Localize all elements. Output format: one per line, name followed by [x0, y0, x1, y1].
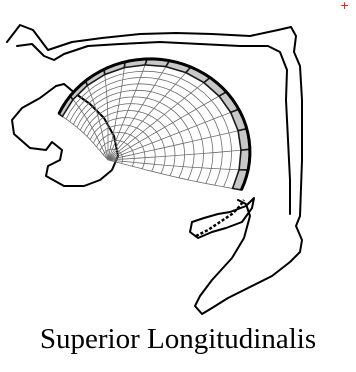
nasal-cavity-contour [7, 25, 302, 314]
mesh-radial-line [108, 78, 210, 160]
mesh-radial-line [108, 149, 250, 160]
muscle-band-segment [59, 96, 73, 116]
mesh-radial-line [59, 114, 108, 160]
mesh-radial-line [108, 92, 226, 160]
figure-caption: Superior Longitudinalis [0, 322, 356, 356]
reference-cross-marker: + [340, 0, 349, 12]
upper-palate-contour [17, 42, 287, 100]
pharynx-wall-contour [286, 100, 290, 214]
mesh-radial-line [108, 67, 191, 160]
